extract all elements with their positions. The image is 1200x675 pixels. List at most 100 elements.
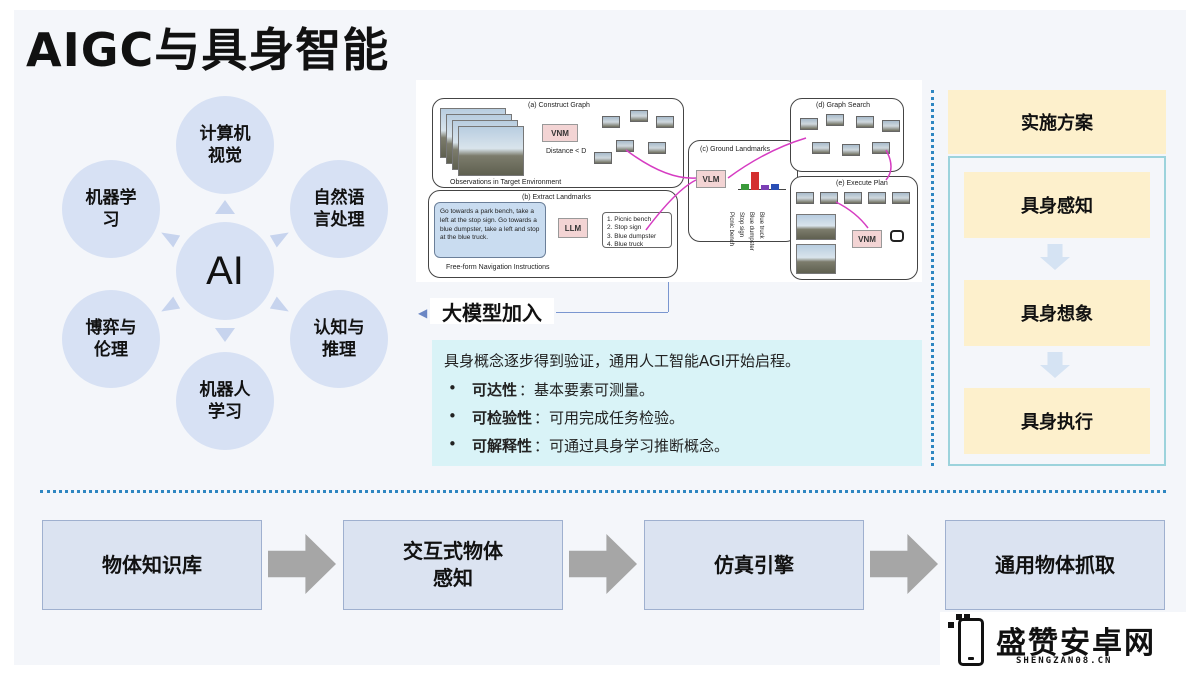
node-nlp: 自然语言处理	[290, 160, 388, 258]
plan-photo	[796, 214, 836, 240]
graph-node-thumb	[648, 142, 666, 154]
robot-icon	[890, 230, 904, 242]
vlm-block: VLM	[696, 170, 726, 188]
graph-node-thumb	[800, 118, 818, 130]
bullet-sep: ：	[534, 409, 550, 427]
arrow-top-left-icon	[158, 226, 181, 247]
construct-graph-label: (a) Construct Graph	[528, 102, 590, 109]
logo-square	[956, 614, 962, 620]
plan-thumb	[796, 192, 814, 204]
bullet-sep: ：	[519, 381, 535, 399]
bullet-item: • 可达性：基本要素可测量。	[444, 379, 910, 400]
impl-step-execution: 具身执行	[964, 388, 1150, 454]
execute-plan-label: (e) Execute Plan	[836, 180, 888, 187]
graph-node-thumb	[602, 116, 620, 128]
extract-landmarks-label: (b) Extract Landmarks	[522, 194, 591, 201]
node-label: 自然语言处理	[313, 187, 365, 230]
plan-thumb	[892, 192, 910, 204]
bullet-item: • 可解释性：可通过具身学习推断概念。	[444, 435, 910, 456]
bullet-term: 可解释性	[472, 437, 533, 455]
bullet-term: 可达性	[472, 381, 518, 399]
graph-node-thumb	[826, 114, 844, 126]
magenta-connector	[625, 137, 892, 231]
graph-node-thumb	[872, 142, 890, 154]
bullet-sep: ：	[534, 437, 550, 455]
navigation-figure: (a) Construct Graph Observations in Targ…	[416, 80, 922, 282]
graph-node-thumb	[812, 142, 830, 154]
node-cognition-reasoning: 认知与推理	[290, 290, 388, 388]
impl-step-imagination: 具身想象	[964, 280, 1150, 346]
flow-label: 通用物体抓取	[995, 552, 1115, 577]
bullet-desc: 可通过具身学习推断概念。	[549, 437, 730, 455]
plan-thumb	[868, 192, 886, 204]
vertical-divider	[931, 90, 934, 466]
horizontal-divider	[40, 490, 1166, 493]
bullet-dot: •	[448, 435, 457, 453]
landmark-item: 2. Stop sign	[607, 224, 642, 232]
arrow-left-icon: ◀	[418, 306, 428, 320]
graph-node-thumb	[616, 140, 634, 152]
bar-picnic	[741, 184, 749, 190]
landmark-list: 1. Picnic bench 2. Stop sign 3. Blue dum…	[602, 212, 672, 248]
logo-square	[964, 614, 970, 620]
watermark-sub: SHENGZAN08.CN	[1016, 656, 1113, 666]
arrow-up-icon	[215, 200, 235, 214]
llm-block: LLM	[558, 218, 588, 238]
node-label: 计算机视觉	[199, 123, 251, 166]
node-label: 认知与推理	[313, 317, 365, 360]
instruction-bubble: Go towards a park bench, take a left at …	[434, 202, 546, 258]
bar-dumpster	[761, 185, 769, 190]
page-title: AIGC与具身智能	[26, 23, 390, 77]
node-label: 博弈与伦理	[85, 317, 137, 360]
flow-label: 仿真引擎	[714, 552, 794, 577]
flow-label: 交互式物体感知	[403, 539, 503, 590]
bar-truck	[771, 184, 779, 190]
distance-label: Distance < D	[546, 148, 587, 155]
plan-thumb	[820, 192, 838, 204]
flow-label: 物体知识库	[102, 552, 202, 577]
vnm-block: VNM	[542, 124, 578, 142]
graph-search-label: (d) Graph Search	[816, 102, 871, 109]
flow-interactive-perception: 交互式物体感知	[343, 520, 563, 610]
plan-photo	[796, 244, 836, 274]
node-machine-learning: 机器学习	[62, 160, 160, 258]
ground-landmarks-box	[688, 140, 798, 242]
node-computer-vision: 计算机视觉	[176, 96, 274, 194]
bullet-desc: 基本要素可测量。	[534, 381, 655, 399]
arrow-down-icon	[215, 328, 235, 342]
bullet-desc: 可用完成任务检验。	[549, 409, 685, 427]
graph-search-box	[790, 98, 904, 172]
flow-simulation-engine: 仿真引擎	[644, 520, 864, 610]
bullet-dot: •	[448, 407, 457, 425]
watermark-text: 盛赞安卓网	[996, 626, 1156, 661]
node-robot-learning: 机器人学习	[176, 352, 274, 450]
landmark-item: 3. Blue dumpster	[607, 232, 657, 240]
ground-landmarks-label: (c) Ground Landmarks	[700, 146, 771, 153]
graph-node-thumb	[882, 120, 900, 132]
connector-line	[556, 312, 668, 313]
freeform-label: Free-form Navigation Instructions	[446, 264, 550, 271]
graph-node-thumb	[856, 116, 874, 128]
phone-logo-icon	[958, 618, 984, 666]
impl-step-perception: 具身感知	[964, 172, 1150, 238]
connector-line	[668, 282, 669, 312]
observation-photo	[458, 126, 524, 176]
graph-node-thumb	[656, 116, 674, 128]
bullet-term: 可检验性	[472, 409, 533, 427]
info-intro: 具身概念逐步得到验证，通用人工智能AGI开始启程。	[444, 352, 801, 370]
bullet-dot: •	[448, 379, 457, 397]
plan-thumb	[844, 192, 862, 204]
implementation-header: 实施方案	[948, 90, 1166, 154]
node-label: 机器学习	[85, 187, 137, 230]
graph-node-thumb	[630, 110, 648, 122]
graph-node-thumb	[842, 144, 860, 156]
node-label: 机器人学习	[199, 379, 251, 422]
observations-label: Observations in Target Environment	[450, 179, 562, 186]
graph-node-thumb	[594, 152, 612, 164]
info-box: 具身概念逐步得到验证，通用人工智能AGI开始启程。 • 可达性：基本要素可测量。…	[432, 340, 922, 466]
ai-center: AI	[176, 222, 274, 320]
arrow-bottom-left-icon	[158, 296, 181, 317]
big-model-label: 大模型加入	[430, 298, 554, 325]
landmark-item: 4. Blue truck	[607, 241, 644, 249]
ai-wheel: 计算机视觉 自然语言处理 认知与推理 机器人学习 博弈与伦理 机器学习 AI	[0, 0, 400, 470]
